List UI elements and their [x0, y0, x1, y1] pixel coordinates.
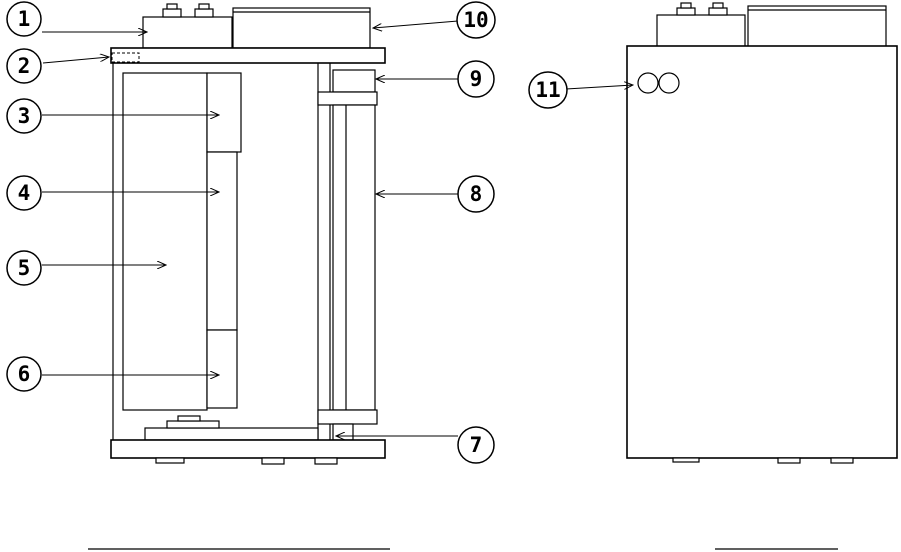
- callout-8-label: 8: [470, 182, 483, 206]
- callout-3: 3: [7, 99, 41, 133]
- cylinder-assembly: [318, 70, 377, 440]
- top-module: [233, 8, 370, 48]
- right-foot-3: [831, 458, 853, 463]
- right-top-connector: [657, 15, 745, 47]
- callout-11-label: 11: [535, 78, 560, 102]
- upper-board: [207, 73, 241, 152]
- right-foot-2: [778, 458, 800, 463]
- top-plate: [111, 48, 385, 63]
- foot-3: [315, 458, 337, 464]
- bottom-inner-plate: [145, 428, 318, 440]
- callout-4: 4: [7, 176, 41, 210]
- callout-10-label: 10: [463, 8, 488, 32]
- callout-2-label: 2: [18, 54, 31, 78]
- bottom-bump: [167, 421, 219, 428]
- callout-3-label: 3: [18, 104, 31, 128]
- top-connector-block: [143, 4, 232, 48]
- callout-6: 6: [7, 357, 41, 391]
- callout-9-label: 9: [470, 67, 483, 91]
- callout-8: 8: [458, 176, 494, 212]
- right-foot-1: [673, 458, 699, 462]
- middle-board: [207, 152, 237, 330]
- front-panel: [627, 46, 897, 458]
- callout-1: 1: [7, 2, 41, 36]
- lower-board: [207, 330, 237, 408]
- right-view: [627, 3, 897, 549]
- callout-6-label: 6: [18, 362, 31, 386]
- callout-2: 2: [7, 49, 41, 83]
- callout-7-label: 7: [470, 433, 483, 457]
- callout-1-label: 1: [18, 7, 31, 31]
- callout-4-label: 4: [18, 181, 31, 205]
- callout-5: 5: [7, 251, 41, 285]
- callout-11: 11: [529, 72, 567, 108]
- foot-2: [262, 458, 284, 464]
- left-view: [88, 4, 390, 549]
- callout-9: 9: [458, 61, 494, 97]
- foot-1: [156, 458, 184, 463]
- callout-5-label: 5: [18, 256, 31, 280]
- right-top-module: [748, 6, 886, 47]
- base-plate: [111, 440, 385, 458]
- main-board: [123, 73, 207, 410]
- callout-7: 7: [458, 427, 494, 463]
- callout-10: 10: [457, 2, 495, 38]
